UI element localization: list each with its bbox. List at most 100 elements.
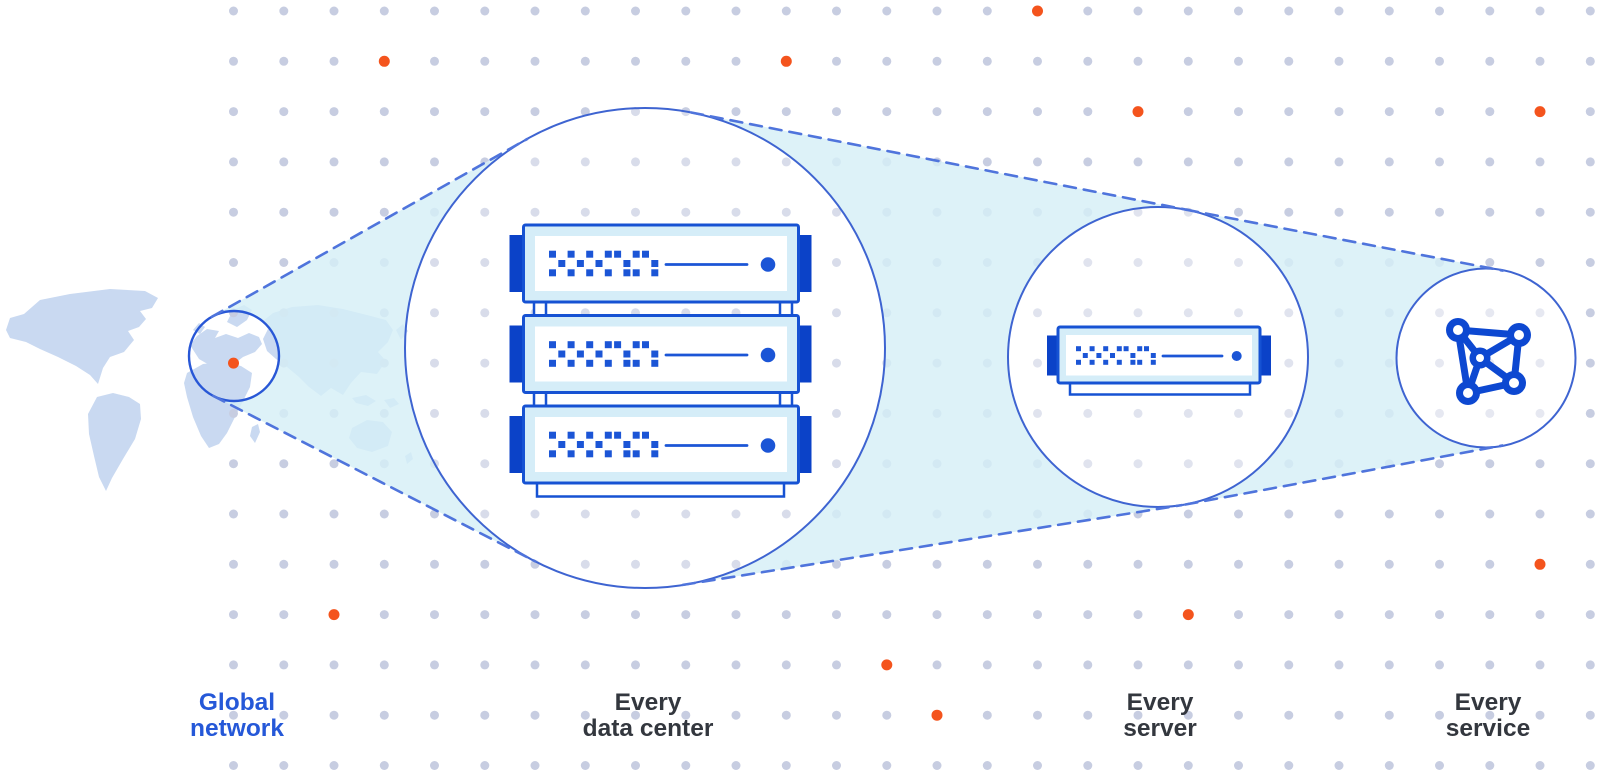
grid-dot [1083, 660, 1093, 670]
grid-dot [1133, 56, 1143, 66]
matrix-pixel [586, 431, 594, 439]
grid-dot [781, 610, 791, 620]
grid-dot [681, 207, 691, 217]
grid-dot [379, 157, 389, 167]
grid-dot [430, 559, 439, 569]
grid-dot [1284, 308, 1294, 318]
grid-dot [1334, 559, 1344, 569]
grid-dot [932, 610, 942, 620]
grid-dot [1083, 157, 1093, 167]
grid-dot [1133, 710, 1143, 720]
grid-dot [530, 509, 540, 519]
grid-dot [932, 6, 942, 16]
matrix-pixel [604, 269, 612, 277]
matrix-pixel [576, 260, 584, 267]
grid-dot [1133, 308, 1143, 318]
grid-dot [882, 559, 892, 569]
grid-dot [631, 6, 640, 16]
grid-dot [530, 56, 540, 66]
matrix-pixel [1089, 346, 1095, 352]
grid-dot [1435, 559, 1444, 569]
matrix-pixel [1144, 346, 1149, 352]
grid-dot [1183, 559, 1193, 569]
grid-dot [229, 157, 238, 167]
grid-dot [229, 408, 238, 418]
grid-dot [832, 761, 841, 770]
grid-dot [1334, 509, 1344, 519]
grid-dot [430, 157, 439, 167]
grid-dot [430, 358, 439, 368]
grid-dot [1284, 207, 1294, 217]
grid-dot [832, 207, 841, 217]
matrix-pixel [1116, 359, 1122, 365]
orange-dot [780, 55, 792, 67]
matrix-pixel [604, 359, 612, 367]
grid-dot [1585, 308, 1595, 318]
server-unit-icon [509, 223, 812, 304]
grid-dot [1033, 308, 1042, 318]
matrix-pixel [1123, 346, 1129, 352]
server-pedestal [1068, 381, 1252, 396]
grid-dot [1083, 610, 1093, 620]
grid-dot [580, 610, 590, 620]
grid-dot [1535, 6, 1545, 16]
orange-dot [378, 55, 390, 67]
grid-dot [982, 710, 992, 720]
grid-dot [681, 710, 691, 720]
matrix-pixel [632, 431, 640, 439]
matrix-pixel [1082, 353, 1088, 358]
matrix-pixel [1096, 353, 1102, 358]
grid-dot [1485, 207, 1495, 217]
grid-dot [1485, 157, 1495, 167]
matrix-pixel [1103, 346, 1109, 352]
grid-dot [631, 207, 640, 217]
grid-dot [681, 761, 691, 770]
grid-dot [1535, 710, 1545, 720]
grid-dot [1234, 207, 1243, 217]
grid-dot [631, 660, 640, 670]
grid-dot [1234, 6, 1243, 16]
grid-dot [1083, 56, 1093, 66]
grid-dot [1033, 56, 1042, 66]
grid-dot [279, 509, 289, 519]
grid-dot [279, 6, 289, 16]
grid-dot [1585, 559, 1595, 569]
grid-dot [279, 710, 289, 720]
continent-greenland [96, 291, 135, 314]
grid-dot [1033, 408, 1042, 418]
grid-dot [1384, 157, 1394, 167]
grid-dot [681, 509, 691, 519]
dash-upper-right [1185, 208, 1505, 272]
map-region-circle [187, 309, 281, 403]
grid-dot [681, 157, 691, 167]
grid-dot [832, 660, 841, 670]
grid-dot [832, 459, 841, 469]
matrix-pixel [1137, 359, 1143, 365]
grid-dot [580, 6, 590, 16]
server-left-tab [509, 235, 526, 292]
grid-dot [731, 559, 741, 569]
grid-dot [982, 610, 992, 620]
server-faceplate [535, 417, 787, 472]
grid-dot [430, 107, 439, 117]
grid-dot [1183, 509, 1193, 519]
server-power-led [760, 438, 776, 453]
server-faceplate [535, 236, 787, 291]
grid-dot [1033, 610, 1042, 620]
matrix-pixel [595, 260, 603, 267]
grid-dot [1435, 509, 1444, 519]
grid-dot [832, 258, 841, 267]
caption-global-network-line1: Global [199, 689, 275, 716]
matrix-pixel [549, 341, 556, 349]
server-unit-icon [509, 314, 812, 394]
matrix-pixel [623, 450, 631, 458]
grid-dot [430, 660, 439, 670]
grid-dot [731, 710, 741, 720]
grid-dot [1384, 207, 1394, 217]
grid-dot [1535, 459, 1545, 469]
matrix-pixel [623, 359, 631, 367]
grid-dot [229, 509, 238, 519]
mesh-node-hole [1514, 330, 1524, 340]
matrix-pixel [1130, 353, 1136, 358]
server-faceplate [1066, 335, 1252, 376]
